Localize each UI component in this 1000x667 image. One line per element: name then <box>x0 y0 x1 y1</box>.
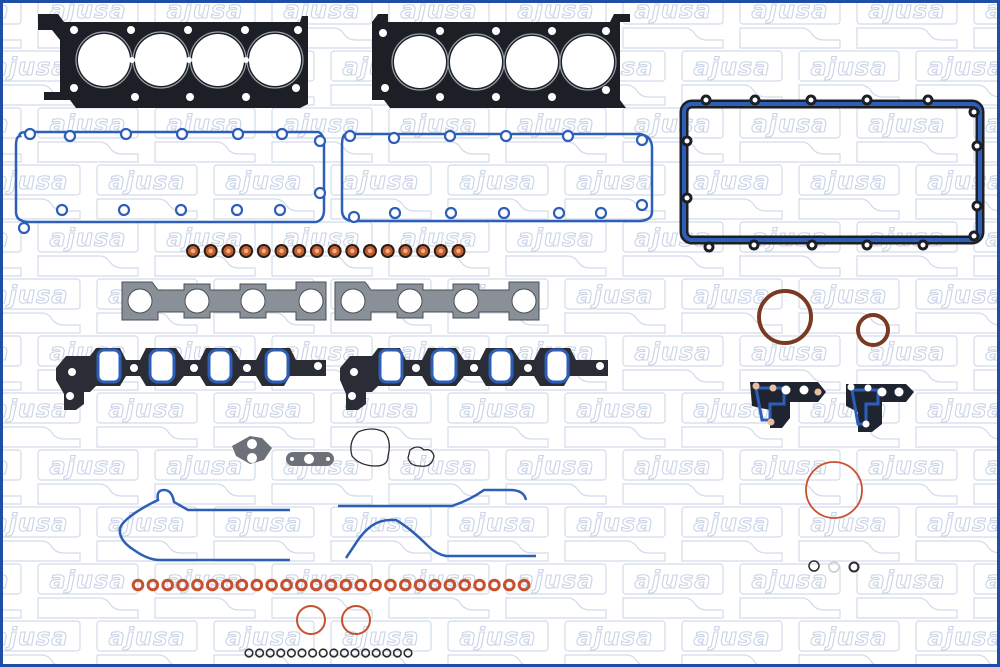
gasket-set-illustration: ajusa <box>3 3 997 664</box>
valve-cover-gasket-right <box>340 129 654 224</box>
exhaust-manifold-gaskets <box>121 281 540 321</box>
oil-pan-gasket <box>679 94 985 253</box>
oil-filter-adapter-gaskets <box>750 382 914 432</box>
valve-cover-gasket-left <box>14 127 327 235</box>
head-gasket-left <box>38 14 308 108</box>
intake-manifold-gaskets <box>56 348 608 410</box>
thermostat-seals <box>350 428 435 467</box>
medium-o-rings <box>296 605 371 635</box>
crankshaft-seals <box>757 289 890 347</box>
egr-gaskets <box>232 436 334 466</box>
misc-o-rings <box>808 560 860 573</box>
large-o-ring <box>805 461 863 519</box>
head-gasket-right <box>372 14 630 108</box>
timing-cover-gaskets <box>118 488 536 562</box>
